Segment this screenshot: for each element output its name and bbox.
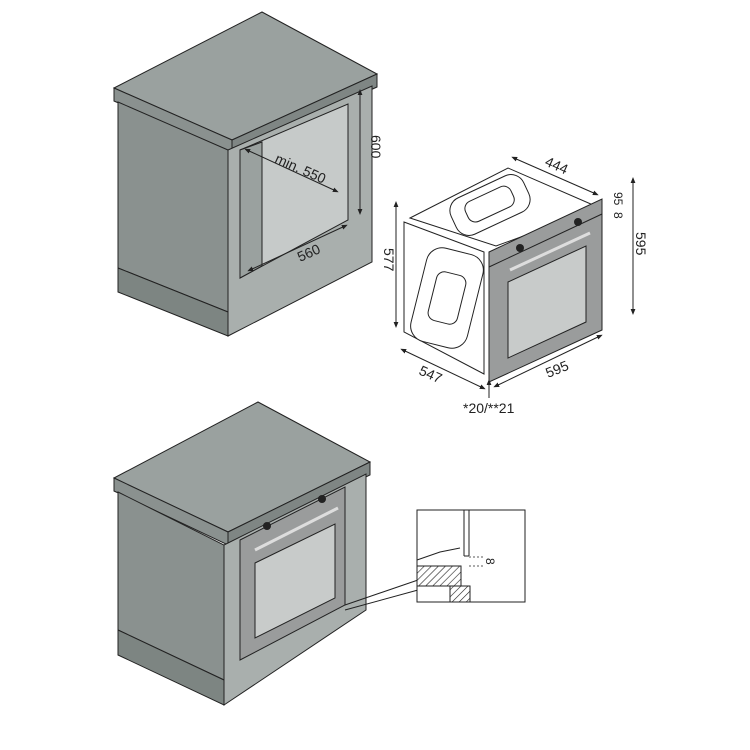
oven-panel-label-95: 95 — [611, 192, 625, 206]
oven-dimensions-drawing: 444 95 8 595 577 547 595 *20/**21 — [381, 153, 649, 416]
empty-cabinet: min. 550 600 560 — [112, 11, 384, 337]
detail-leader-line — [344, 579, 419, 606]
width-dimension-line — [247, 224, 348, 272]
detail-gap-label: 8 — [483, 558, 497, 565]
oven-side-panel-inner — [427, 271, 467, 325]
oven-door-handle — [509, 231, 591, 272]
gap-detail-view: 8 — [416, 509, 526, 603]
depth-dimension-line — [244, 148, 339, 193]
oven-panel-line — [488, 213, 603, 268]
oven-door-glass — [254, 523, 336, 639]
frame-section — [449, 585, 471, 603]
oven-depth-label: 547 — [417, 362, 445, 386]
oven-panel-label-8: 8 — [611, 212, 625, 219]
oven-door-handle — [254, 506, 339, 552]
installed-oven-cabinet — [112, 401, 419, 706]
oven-knob-left — [263, 522, 271, 530]
detail-leader-line — [344, 589, 419, 611]
oven-offset-label: *20/**21 — [463, 400, 515, 416]
oven-width-label: 595 — [543, 357, 571, 381]
oven-depth-line — [400, 348, 486, 390]
oven-top-depth-line — [511, 156, 599, 196]
oven-knob-left — [516, 244, 524, 252]
oven-door-glass — [507, 245, 587, 359]
height-label: 600 — [368, 135, 384, 159]
oven-width-line — [493, 334, 603, 388]
countertop-section — [416, 565, 462, 587]
oven-top-depth-label: 444 — [543, 153, 571, 177]
oven-side-height-label: 577 — [381, 248, 397, 272]
oven-knob-right — [574, 218, 582, 226]
oven-knob-right — [318, 495, 326, 503]
cabinet-opening-inner — [239, 141, 263, 279]
oven-height-label: 595 — [633, 232, 649, 256]
